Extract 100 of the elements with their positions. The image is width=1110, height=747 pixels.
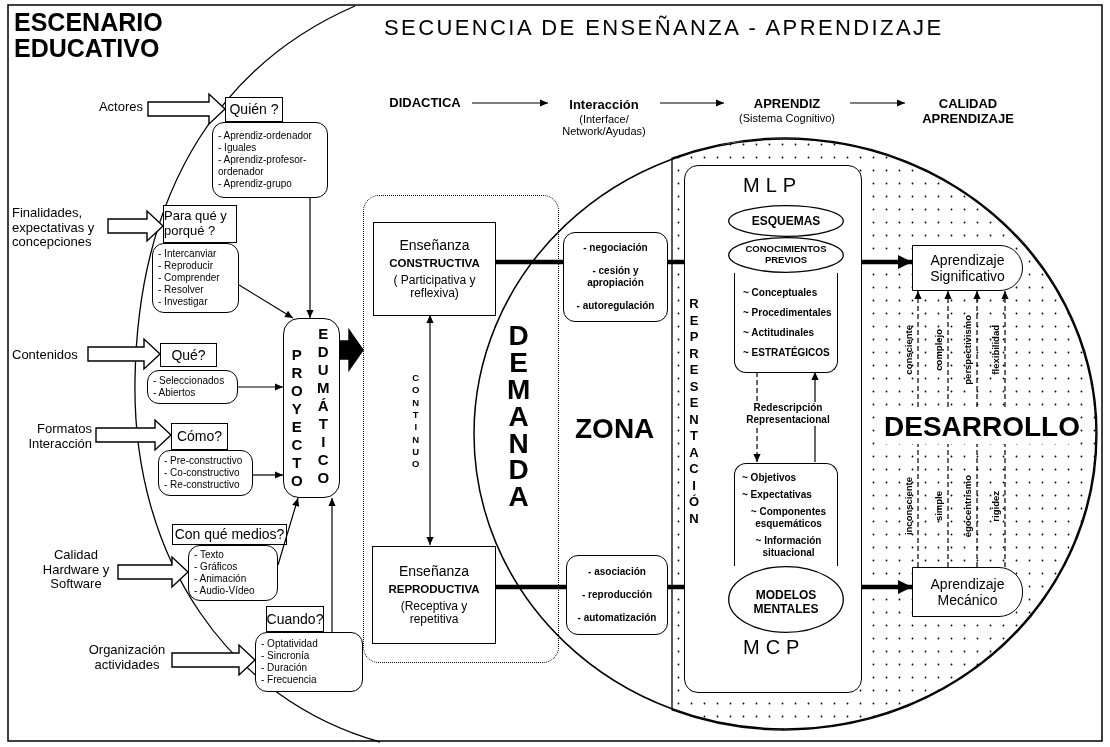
- arrow: [862, 580, 912, 594]
- title: SECUENCIA DE ENSEÑANZA - APRENDIZAJE: [384, 16, 944, 41]
- list-item: - Audio-Vídeo: [194, 585, 255, 597]
- list-item: - automatización: [577, 612, 657, 625]
- list-item: - Frecuencia: [261, 674, 317, 686]
- side-label: Finalidades, expectativas y concepciones: [12, 205, 96, 251]
- box-text: REPRESENTACIÓN: [689, 296, 700, 527]
- rotated-label: complejo: [933, 329, 944, 371]
- flow-label: (Sistema Cognitivo): [739, 112, 835, 125]
- box-text: REPRODUCTIVA: [388, 583, 480, 596]
- box-text: MLP: [743, 175, 803, 195]
- box-text: Aprendizaje Mecánico: [929, 575, 1006, 609]
- hollow-arrow: [171, 643, 257, 677]
- ellipse-shape: [728, 566, 844, 633]
- list-item: ~ Expectativas: [742, 489, 812, 501]
- question-text: Para qué y porqué ?: [164, 209, 228, 239]
- rotated-label: rigidez: [990, 490, 1001, 522]
- rotated-label: flexibilidad: [990, 325, 1001, 375]
- side-label: Organización actividades: [87, 643, 167, 673]
- list-item: - Co-constructivo: [164, 467, 240, 479]
- side-label: Calidad Hardware y Software: [41, 547, 111, 593]
- question-text: Cuando?: [266, 610, 324, 628]
- project-box: [283, 318, 340, 498]
- list-item: ~ Objetivos: [742, 472, 797, 484]
- list-box: [255, 632, 363, 692]
- dotted-region: [672, 138, 1097, 730]
- arrow: [306, 197, 314, 319]
- hollow-arrow: [87, 337, 162, 371]
- list-item: ~ Conceptuales: [743, 287, 818, 299]
- rotated-label: perspectivismo: [962, 315, 973, 385]
- hollow-arrow: [95, 418, 173, 452]
- box-text: ESQUEMAS: [751, 213, 821, 229]
- list-item: - reproducción: [582, 589, 652, 601]
- hollow-arrow: [147, 92, 227, 126]
- box-text: ( Participativa y reflexiva): [392, 273, 477, 301]
- connector-line: [668, 259, 684, 265]
- list-item: ~ Componentes esquemáticos: [749, 506, 828, 530]
- list-item: ~ Información situacional: [754, 535, 823, 559]
- list-box: [188, 545, 278, 601]
- list-item: ~ ESTRATÉGICOS: [743, 347, 830, 359]
- flow-label: DIDACTICA: [389, 95, 461, 111]
- heading: ESCENARIO EDUCATIVO: [14, 10, 164, 61]
- side-label: Formatos Interacción: [27, 422, 92, 452]
- box-text: MODELOS MENTALES: [753, 589, 819, 616]
- list-item: - Gráficos: [194, 561, 238, 573]
- flow-label: (Interface/ Network/Ayudas): [561, 112, 647, 139]
- list-item: ~ Procedimentales: [743, 307, 832, 319]
- box-text: Aprendizaje Significativo: [929, 251, 1006, 285]
- list-item: - Aprendiz-grupo: [218, 178, 292, 190]
- list-item: - Animación: [194, 573, 247, 585]
- list-item: - Iguales: [218, 142, 257, 154]
- list-item: - Resolver: [158, 284, 204, 296]
- vertical-label: PROYECTO: [291, 346, 303, 490]
- connector-line: [495, 259, 563, 265]
- connector-line: [495, 584, 566, 590]
- flow-label: Interacción: [569, 97, 639, 113]
- question-text: Cómo?: [176, 428, 223, 445]
- list-box: [566, 555, 668, 635]
- block-arrow: [339, 327, 364, 373]
- flow-label: CALIDAD APRENDIZAJE: [921, 97, 1015, 127]
- box-text: CONSTRUCTIVA: [389, 257, 480, 270]
- box-text: Enseñanza: [398, 563, 470, 580]
- rotated-label: simple: [933, 490, 944, 522]
- arrow: [238, 284, 294, 319]
- side-label: Contenidos: [12, 347, 78, 363]
- arrow: [849, 99, 906, 107]
- rotated-label: egocentrismo: [962, 474, 973, 538]
- question-text: Quién ?: [229, 101, 279, 118]
- ellipse-shape: [728, 205, 844, 237]
- connector-line: [668, 584, 684, 590]
- memory-box: [684, 165, 862, 693]
- arrow: [659, 99, 725, 107]
- arrow: [277, 497, 300, 566]
- teaching-box: [373, 222, 496, 316]
- list-item: - Reproducir: [158, 260, 214, 272]
- rotated-label: inconsciente: [903, 476, 914, 536]
- list-item: - Sincronía: [261, 650, 310, 662]
- list-box: [152, 243, 239, 313]
- list-item: - Comprender: [158, 272, 220, 284]
- outcome-box: [912, 245, 1023, 291]
- dashed-arrow: [944, 290, 952, 568]
- list-item: - negociación: [583, 242, 648, 255]
- list-item: - Optatividad: [261, 638, 318, 650]
- list-item: - Seleccionados: [153, 375, 225, 387]
- zone-label: ZONA: [575, 412, 655, 446]
- list-item: - Pre-constructivo: [164, 455, 243, 467]
- list-item: - Aprendiz-profesor-ordenador: [218, 154, 308, 178]
- list-box: [563, 232, 668, 322]
- list-item: - Texto: [194, 549, 224, 561]
- double-arrow: [426, 314, 434, 546]
- box-text: MCP: [743, 637, 806, 657]
- list-item: - autoregulación: [576, 299, 655, 312]
- dashed-arrow: [1001, 290, 1009, 568]
- teaching-box: [372, 546, 496, 644]
- list-box: [734, 463, 838, 566]
- list-item: - cesión y apropiación: [586, 265, 645, 289]
- question-box: [163, 205, 237, 243]
- arrow: [471, 99, 549, 107]
- zone-label: DESARROLLO: [884, 410, 1080, 444]
- arrow: [252, 471, 284, 479]
